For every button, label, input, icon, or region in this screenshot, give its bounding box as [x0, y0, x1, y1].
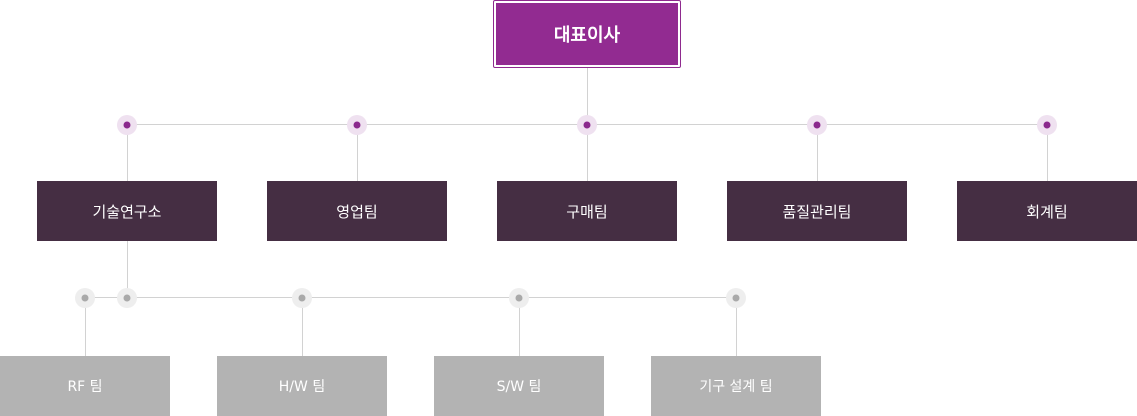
junction-dot-icon	[292, 288, 312, 308]
ceo-label: 대표이사	[496, 3, 678, 65]
junction-dot-icon	[577, 115, 597, 135]
junction-dot-icon	[726, 288, 746, 308]
lab-connector-line	[127, 241, 128, 298]
subteam-box-mechanical-design: 기구 설계 팀	[651, 356, 821, 416]
subteam-bus-line	[85, 297, 737, 298]
junction-dot-icon	[117, 115, 137, 135]
ceo-connector-line	[587, 68, 588, 125]
subteam-box-rf: RF 팀	[0, 356, 170, 416]
team-connector-line	[1047, 125, 1048, 181]
team-box-quality-control: 품질관리팀	[727, 181, 907, 241]
subteam-connector-line	[736, 298, 737, 356]
team-connector-line	[357, 125, 358, 181]
junction-dot-icon	[807, 115, 827, 135]
team-box-sales: 영업팀	[267, 181, 447, 241]
team-connector-line	[817, 125, 818, 181]
junction-dot-icon	[75, 288, 95, 308]
junction-dot-icon	[347, 115, 367, 135]
junction-dot-icon	[509, 288, 529, 308]
team-box-research-lab: 기술연구소	[37, 181, 217, 241]
junction-dot-icon	[1037, 115, 1057, 135]
subteam-connector-line	[85, 298, 86, 356]
junction-dot-icon	[117, 288, 137, 308]
subteam-box-hw: H/W 팀	[217, 356, 387, 416]
subteam-connector-line	[302, 298, 303, 356]
team-connector-line	[587, 125, 588, 181]
team-box-accounting: 회계팀	[957, 181, 1137, 241]
ceo-box: 대표이사	[493, 0, 681, 68]
subteam-connector-line	[519, 298, 520, 356]
subteam-box-sw: S/W 팀	[434, 356, 604, 416]
team-connector-line	[127, 125, 128, 181]
team-box-purchasing: 구매팀	[497, 181, 677, 241]
